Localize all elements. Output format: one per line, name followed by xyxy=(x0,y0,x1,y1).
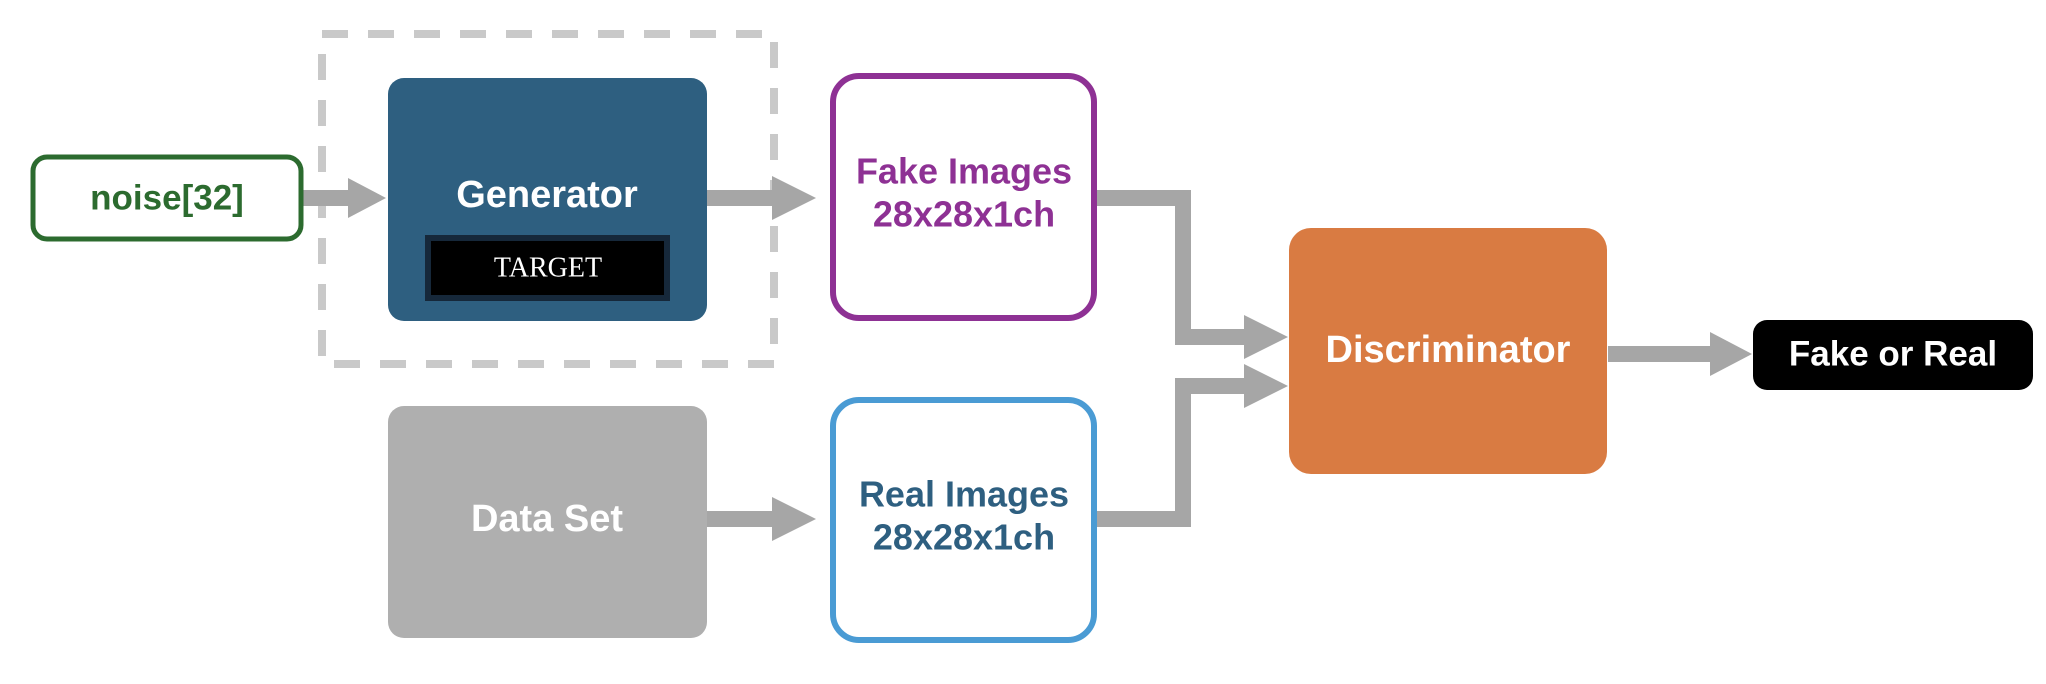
node-real-images[interactable]: Real Images 28x28x1ch xyxy=(830,397,1097,643)
node-fake-images[interactable]: Fake Images 28x28x1ch xyxy=(830,73,1097,321)
node-real-images-label-line1: Real Images xyxy=(859,474,1069,515)
node-discriminator-label: Discriminator xyxy=(1326,329,1571,371)
node-output[interactable]: Fake or Real xyxy=(1753,320,2033,390)
node-dataset-label: Data Set xyxy=(471,498,623,540)
node-target-label: TARGET xyxy=(494,252,602,283)
edge-dataset-to-real-images xyxy=(700,497,816,541)
node-generator-label: Generator xyxy=(456,174,638,216)
edge-generator-to-fake-images xyxy=(700,176,816,220)
node-fake-images-label-line1: Fake Images xyxy=(856,151,1072,192)
node-noise[interactable]: noise[32] xyxy=(30,154,304,242)
node-output-label: Fake or Real xyxy=(1789,334,1997,373)
node-target-badge[interactable]: TARGET xyxy=(425,235,670,301)
node-dataset[interactable]: Data Set xyxy=(388,406,707,638)
edge-fake-images-to-discriminator xyxy=(1092,190,1288,359)
node-noise-label: noise[32] xyxy=(90,178,244,217)
edge-noise-to-generator xyxy=(300,178,386,218)
edge-real-images-to-discriminator xyxy=(1092,364,1288,527)
node-fake-images-label-line2: 28x28x1ch xyxy=(873,194,1055,235)
node-generator[interactable]: Generator TARGET xyxy=(388,78,707,321)
edge-discriminator-to-output xyxy=(1608,332,1752,376)
node-discriminator[interactable]: Discriminator xyxy=(1289,228,1607,474)
node-real-images-label-line2: 28x28x1ch xyxy=(873,517,1055,558)
